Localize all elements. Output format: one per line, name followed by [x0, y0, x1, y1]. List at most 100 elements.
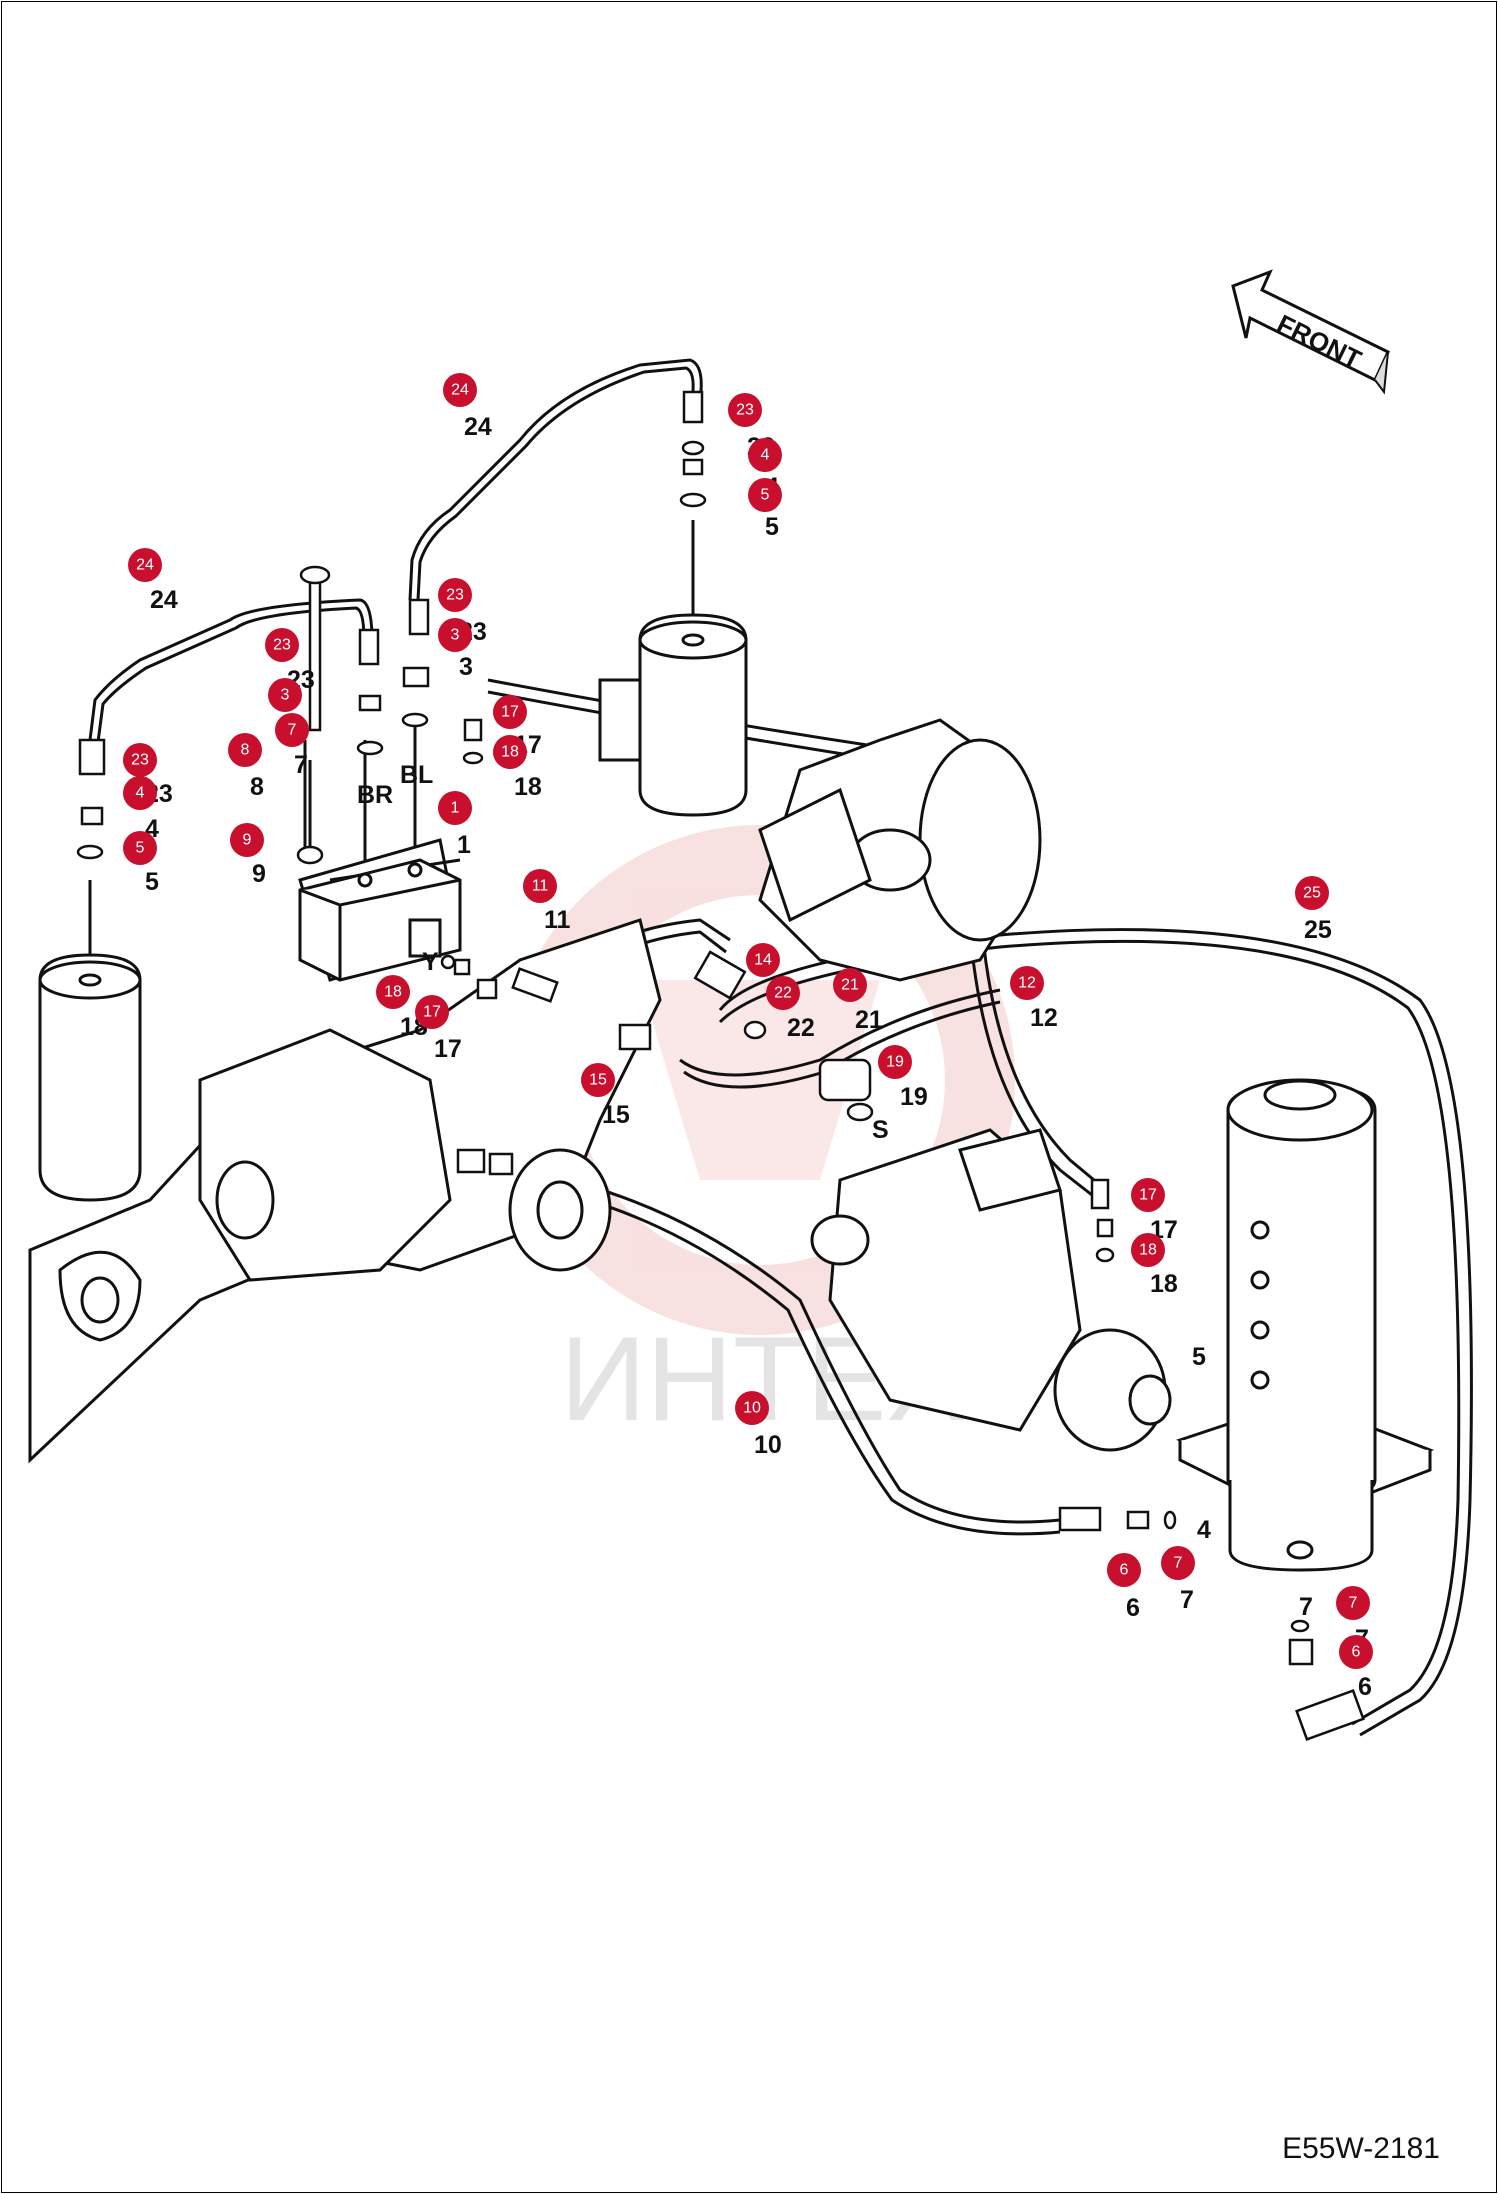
- callout-badge: 11: [523, 869, 557, 903]
- callout-badge: 24: [443, 373, 477, 407]
- callout-badge: 6: [1107, 1553, 1141, 1587]
- drawing-code: E55W-2181: [1282, 2132, 1440, 2165]
- svg-text:6: 6: [1352, 1644, 1361, 1661]
- svg-text:8: 8: [241, 742, 250, 759]
- callout-number: 6: [1358, 1673, 1372, 1701]
- callout-badge: 1: [438, 791, 472, 825]
- callout-number: 3: [459, 653, 473, 681]
- port-label-br: BR: [357, 781, 393, 809]
- callout-number: 10: [754, 1431, 782, 1459]
- callout-badge: 17: [1131, 1178, 1165, 1212]
- hose-lines: [88, 358, 1473, 1737]
- callout-badge: 22: [766, 976, 800, 1010]
- callout-badge: 25: [1295, 876, 1329, 910]
- port-label-y: Y: [422, 948, 439, 976]
- svg-text:17: 17: [1139, 1187, 1157, 1204]
- callout-number: 1: [457, 831, 471, 859]
- callout-number: 18: [514, 773, 542, 801]
- callout-badge: 12: [1010, 966, 1044, 1000]
- callout-badge: 17: [493, 695, 527, 729]
- upper-accumulator: [598, 613, 748, 817]
- svg-text:24: 24: [136, 557, 154, 574]
- callout-badge: 7: [275, 713, 309, 747]
- svg-text:7: 7: [288, 722, 297, 739]
- callout-badge: 3: [438, 618, 472, 652]
- callout-number: 19: [900, 1083, 928, 1111]
- callout-badge: 7: [1161, 1546, 1195, 1580]
- callout-badge: 10: [735, 1391, 769, 1425]
- callout-badge: 23: [123, 743, 157, 777]
- svg-text:14: 14: [754, 952, 772, 969]
- svg-text:5: 5: [761, 487, 770, 504]
- callout-number: 5: [145, 868, 159, 896]
- callout-badge: 17: [415, 995, 449, 1029]
- callout-number: 25: [1304, 916, 1332, 944]
- callout-badge: 5: [123, 831, 157, 865]
- callout-number: 24: [150, 586, 178, 614]
- callout-badge: 4: [123, 776, 157, 810]
- port-label-bl: BL: [400, 761, 433, 789]
- callout-number: 17: [434, 1035, 462, 1063]
- callout-number: 6: [1126, 1594, 1140, 1622]
- callout-number: 7: [1180, 1586, 1194, 1614]
- svg-text:19: 19: [886, 1054, 904, 1071]
- svg-text:23: 23: [131, 752, 149, 769]
- svg-text:18: 18: [384, 984, 402, 1001]
- svg-text:11: 11: [532, 878, 549, 895]
- brake-valve: [298, 760, 462, 982]
- callout-number: 5: [1192, 1343, 1206, 1371]
- callout-badge: 18: [493, 735, 527, 769]
- svg-text:17: 17: [501, 704, 519, 721]
- svg-text:1: 1: [451, 800, 460, 817]
- svg-text:18: 18: [501, 744, 519, 761]
- callout-number: 5: [765, 513, 779, 541]
- fittings: [76, 390, 1365, 1741]
- callout-badge: 23: [265, 628, 299, 662]
- callout-badge: 18: [376, 975, 410, 1009]
- front-arrow: FRONT: [1231, 269, 1390, 395]
- svg-text:3: 3: [281, 687, 290, 704]
- wheel-hub: [758, 718, 1042, 982]
- swivel-joint: [1176, 1078, 1435, 1572]
- callout-badge: 21: [833, 968, 867, 1002]
- callout-number: 7: [1299, 1593, 1313, 1621]
- callout-number: 12: [1030, 1004, 1058, 1032]
- callout-badge: 6: [1339, 1635, 1373, 1669]
- callout-badge: 23: [728, 393, 762, 427]
- svg-text:5: 5: [136, 840, 145, 857]
- callout-badge: 7: [1336, 1586, 1370, 1620]
- travel-motor: [810, 1128, 1172, 1452]
- svg-text:25: 25: [1303, 885, 1321, 902]
- callout-badge: 5: [748, 478, 782, 512]
- left-accumulator: [38, 953, 142, 1202]
- callout-number: 18: [1150, 1270, 1178, 1298]
- callout-badge: 3: [268, 678, 302, 712]
- callout-badge: 8: [228, 733, 262, 767]
- svg-text:23: 23: [446, 587, 464, 604]
- callout-badge: 19: [878, 1045, 912, 1079]
- svg-text:3: 3: [451, 627, 460, 644]
- callout-badge: 24: [128, 548, 162, 582]
- callout-badge: 23: [438, 578, 472, 612]
- callout-number: 21: [855, 1006, 883, 1034]
- svg-text:6: 6: [1120, 1562, 1129, 1579]
- svg-text:9: 9: [243, 832, 252, 849]
- callout-number: 24: [464, 413, 492, 441]
- svg-text:7: 7: [1349, 1595, 1358, 1612]
- callout-badge: 14: [746, 943, 780, 977]
- port-label-s: S: [872, 1116, 889, 1144]
- callout-badge: 15: [581, 1063, 615, 1097]
- svg-text:15: 15: [589, 1072, 607, 1089]
- svg-text:22: 22: [774, 985, 792, 1002]
- svg-text:4: 4: [761, 447, 770, 464]
- svg-text:23: 23: [273, 637, 291, 654]
- callout-number: 15: [602, 1101, 630, 1129]
- callout-group: 2424232344552424232333232333771717181888…: [123, 373, 1373, 1701]
- svg-text:18: 18: [1139, 1242, 1157, 1259]
- svg-text:4: 4: [136, 785, 145, 802]
- svg-text:7: 7: [1174, 1555, 1183, 1572]
- callout-badge: 4: [748, 438, 782, 472]
